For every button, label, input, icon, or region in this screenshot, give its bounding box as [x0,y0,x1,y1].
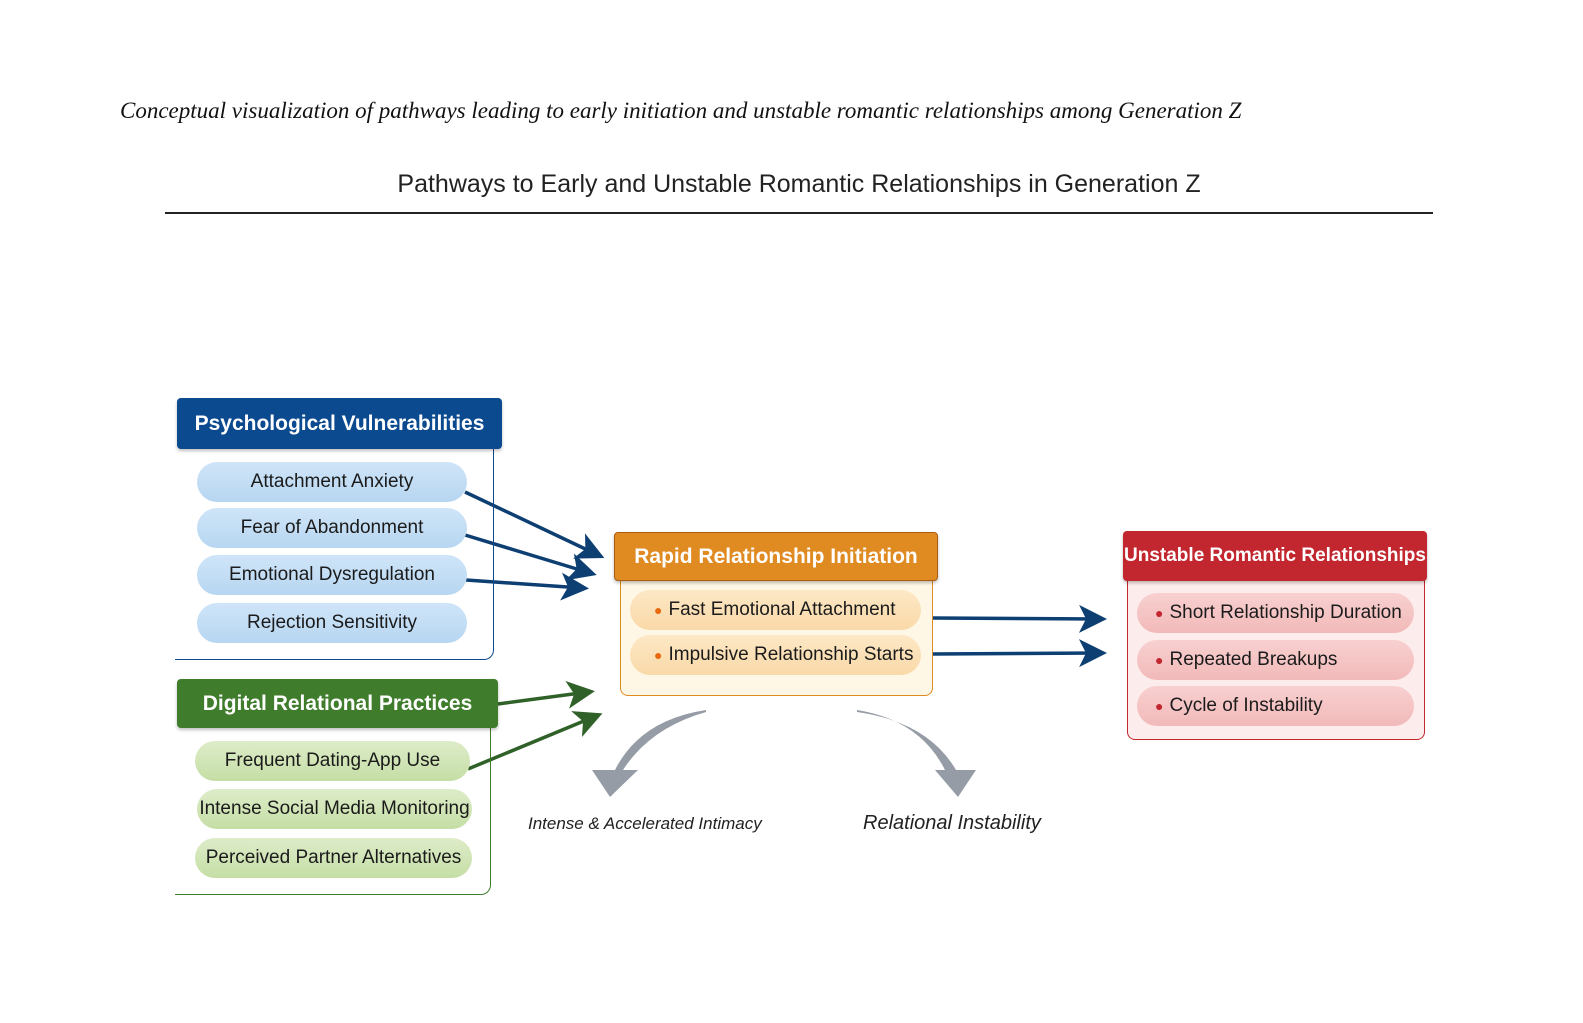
bullet-icon: ● [1155,698,1164,714]
bullet-icon: ● [1155,605,1164,621]
arrow-emotional-dysregulation [465,572,589,601]
outcome-label-intimacy: Intense & Accelerated Intimacy [528,814,762,833]
box-header: Unstable Romantic Relationships [1123,531,1427,581]
list-item: ● Impulsive Relationship Starts [630,635,921,675]
list-item: ● Fast Emotional Attachment [630,590,921,630]
box-header: Rapid Relationship Initiation [614,532,938,581]
list-item: Emotional Dysregulation [197,555,467,595]
arrow-fear-abandonment [464,533,597,581]
curved-arrow-right [857,710,976,797]
list-item: Rejection Sensitivity [197,603,467,643]
item-label: Repeated Breakups [1169,649,1338,670]
group-panel [175,448,494,660]
curved-arrow-left [592,710,706,797]
list-item: Perceived Partner Alternatives [195,838,472,878]
item-label: Fast Emotional Attachment [668,599,896,620]
diagram-title: Pathways to Early and Unstable Romantic … [397,170,1201,198]
list-item: Intense Social Media Monitoring [197,789,472,829]
item-label: Short Relationship Duration [1169,602,1402,623]
list-item: ● Repeated Breakups [1137,640,1414,680]
figure-caption: Conceptual visualization of pathways lea… [120,98,1242,123]
arrow-fast-attachment [931,604,1107,633]
bullet-icon: ● [1155,652,1164,668]
list-item: Fear of Abandonment [197,508,467,548]
group-header: Digital Relational Practices [177,679,498,728]
arrow-dating-app [467,711,603,771]
arrow-attachment-anxiety [464,490,605,559]
item-label: Impulsive Relationship Starts [668,644,914,665]
group-header: Psychological Vulnerabilities [177,398,502,449]
arrow-impulsive-starts [931,639,1107,668]
list-item: Attachment Anxiety [197,462,467,502]
item-label: Cycle of Instability [1169,695,1323,716]
group-panel [175,727,491,895]
list-item: Frequent Dating-App Use [195,741,470,781]
bullet-icon: ● [654,647,663,663]
arrow-digital-practices [497,680,595,709]
list-item: ● Cycle of Instability [1137,686,1414,726]
bullet-icon: ● [654,602,663,618]
outcome-label-instability: Relational Instability [863,812,1041,834]
list-item: ● Short Relationship Duration [1137,593,1414,633]
title-divider [165,212,1433,214]
